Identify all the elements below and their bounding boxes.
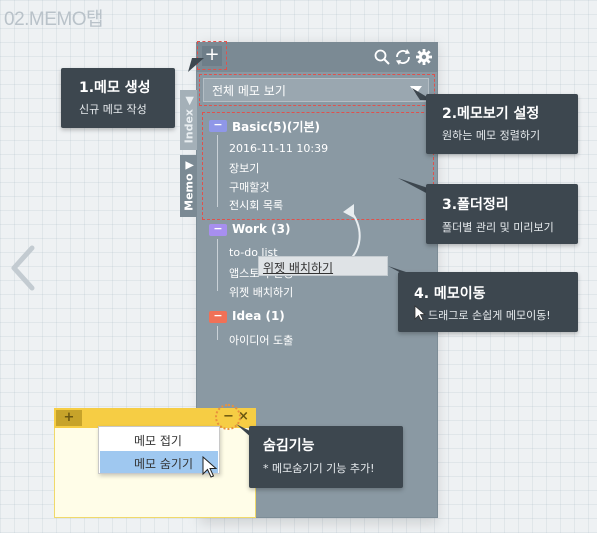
- callout-desc: 드래그로 손쉽게 메모이동!: [428, 309, 551, 322]
- view-select-highlight: [199, 74, 435, 106]
- callout-pointer: [398, 178, 428, 194]
- tab-memo[interactable]: Memo ▼: [180, 155, 197, 217]
- chevron-left-icon[interactable]: [8, 244, 40, 292]
- folder-collapse-button[interactable]: −: [209, 119, 227, 132]
- callout-desc: * 메모숨기기 기능 추가!: [263, 462, 375, 475]
- menu-item-collapse[interactable]: 메모 접기: [134, 434, 182, 448]
- memo-item[interactable]: to-do list: [229, 246, 278, 259]
- callout-title: 2.메모보기 설정: [442, 106, 540, 122]
- callout-folder: 3.폴더정리 폴더별 관리 및 미리보기: [426, 184, 578, 244]
- menu-item-hide[interactable]: 메모 숨기기: [100, 451, 218, 473]
- close-button[interactable]: ×: [238, 409, 249, 424]
- memo-view-select[interactable]: 전체 메모 보기: [203, 78, 429, 102]
- sync-icon[interactable]: [394, 48, 412, 66]
- callout-title: 숨김기능: [263, 438, 315, 454]
- search-icon[interactable]: [373, 48, 391, 66]
- memo-item[interactable]: 장보기: [229, 162, 260, 175]
- folder-name[interactable]: Basic(5)(기본): [232, 120, 320, 134]
- tree-line: [217, 239, 218, 291]
- callout-pointer: [236, 424, 252, 438]
- callout-desc: 신규 메모 작성: [79, 103, 147, 116]
- drag-ghost-item: 위젯 배치하기: [258, 256, 388, 276]
- folder-highlight: [202, 112, 434, 220]
- tree-line: [217, 326, 218, 340]
- callout-view: 2.메모보기 설정 원하는 메모 정렬하기: [426, 94, 578, 154]
- memo-item[interactable]: 구매할것: [229, 181, 270, 194]
- cursor-icon: [414, 305, 426, 321]
- callout-desc: 원하는 메모 정렬하기: [442, 129, 541, 142]
- memo-item[interactable]: 2016-11-11 10:39: [229, 142, 329, 155]
- add-memo-button[interactable]: +: [202, 46, 222, 66]
- callout-title: 3.폴더정리: [442, 197, 509, 213]
- tab-index[interactable]: Index ◀: [180, 90, 197, 150]
- memo-item[interactable]: 아이디어 도출: [229, 334, 294, 347]
- tree-line: [217, 135, 218, 207]
- cursor-icon: [202, 456, 218, 478]
- folder-collapse-button[interactable]: −: [209, 310, 227, 323]
- page-title: 02.MEMO탭: [4, 9, 104, 30]
- panel-header: [196, 42, 438, 72]
- callout-hide: 숨김기능 * 메모숨기기 기능 추가!: [249, 426, 403, 488]
- folder-name[interactable]: Idea (1): [232, 309, 285, 323]
- callout-title: 4. 메모이동: [414, 286, 486, 302]
- callout-desc: 폴더별 관리 및 미리보기: [442, 221, 554, 234]
- folder-collapse-button[interactable]: −: [209, 223, 227, 236]
- minimize-highlight: [215, 404, 241, 430]
- gear-icon[interactable]: [415, 48, 433, 66]
- callout-move: 4. 메모이동 드래그로 손쉽게 메모이동!: [398, 272, 578, 332]
- dropdown-arrow-icon[interactable]: [410, 86, 422, 94]
- memo-item[interactable]: 전시회 목록: [229, 199, 284, 212]
- memo-item[interactable]: 위젯 배치하기: [229, 286, 294, 299]
- context-menu: 메모 접기 메모 숨기기: [98, 426, 220, 474]
- add-button-highlight: [197, 41, 227, 70]
- mini-add-button[interactable]: +: [56, 410, 82, 426]
- mini-widget-titlebar: [54, 408, 256, 428]
- folder-name[interactable]: Work (3): [232, 222, 291, 236]
- callout-pointer: [188, 58, 204, 72]
- callout-create: 1.메모 생성 신규 메모 작성: [61, 68, 175, 128]
- callout-title: 1.메모 생성: [79, 80, 151, 96]
